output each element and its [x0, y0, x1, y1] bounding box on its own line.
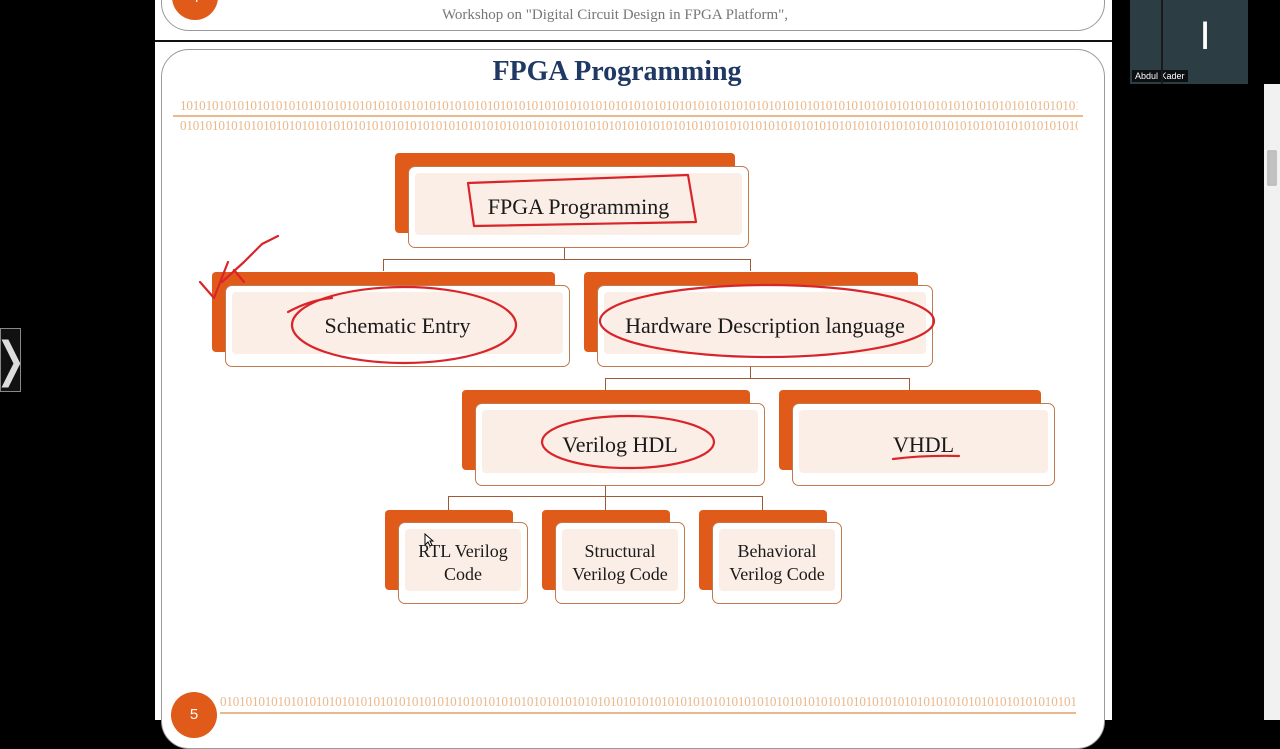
connector-level2-horizontal: [605, 378, 910, 379]
node-structural-label-line2: Verilog Code: [572, 564, 668, 584]
connector-to-verilog: [605, 378, 606, 390]
scrollbar-thumb[interactable]: [1267, 150, 1277, 186]
node-verilog-hdl: Verilog HDL: [475, 403, 765, 486]
connector-root-down: [564, 247, 565, 259]
node-behavioral-label-line1: Behavioral: [737, 541, 817, 561]
node-rtl-verilog-code: RTL Verilog Code: [398, 522, 528, 604]
connector-hdl-down: [750, 366, 751, 378]
connector-level1-horizontal: [383, 259, 751, 260]
previous-slide: [161, 0, 1105, 31]
node-schematic-entry-label: Schematic Entry: [324, 313, 471, 338]
chevron-right-icon: ❭: [0, 332, 31, 388]
slide-separator: [155, 40, 1112, 42]
node-fpga-programming: FPGA Programming: [408, 166, 749, 248]
video-tile-divider: [1161, 0, 1163, 84]
next-slide-binary-divider: [220, 712, 1076, 714]
connector-to-hdl: [750, 259, 751, 271]
previous-slide-number-badge: 4: [172, 0, 218, 20]
binary-decoration-bottom: 0101010101010101010101010101010101010101…: [180, 118, 1078, 133]
participant-video-tile[interactable]: I Abdul Kader: [1130, 0, 1248, 84]
node-fpga-programming-label: FPGA Programming: [487, 194, 670, 219]
node-behavioral-verilog-code: Behavioral Verilog Code: [712, 522, 842, 604]
next-slide-binary: 0101010101010101010101010101010101010101…: [220, 694, 1076, 709]
vertical-scrollbar[interactable]: [1264, 84, 1280, 720]
connector-to-vhdl: [909, 378, 910, 390]
connector-verilog-down: [605, 486, 606, 496]
node-rtl-label-line2: Code: [444, 564, 482, 584]
connector-to-structural: [605, 496, 606, 510]
mouse-cursor-icon: [424, 533, 434, 547]
node-behavioral-label-line2: Verilog Code: [729, 564, 825, 584]
previous-slide-footer: Workshop on "Digital Circuit Design in F…: [441, 7, 789, 23]
node-verilog-hdl-label: Verilog HDL: [562, 431, 678, 457]
next-slide-number-badge: 5: [171, 692, 217, 738]
binary-decoration-top: 1010101010101010101010101010101010101010…: [180, 98, 1078, 113]
node-structural-label-line1: Structural: [584, 541, 656, 561]
node-vhdl: VHDL: [792, 403, 1055, 486]
participant-avatar: I: [1199, 14, 1211, 58]
node-hdl-label: Hardware Description language: [625, 313, 905, 338]
slide-title: FPGA Programming: [492, 56, 742, 87]
connector-to-behavioral: [762, 496, 763, 510]
node-hardware-description-language: Hardware Description language: [597, 285, 933, 367]
connector-to-rtl: [448, 496, 449, 510]
participant-name-label: Abdul Kader: [1132, 70, 1188, 82]
node-structural-verilog-code: Structural Verilog Code: [555, 522, 685, 604]
binary-divider: [173, 115, 1083, 117]
side-panel-toggle-button[interactable]: ❭: [0, 328, 31, 392]
node-rtl-label-line1: RTL Verilog: [418, 541, 508, 561]
node-vhdl-label: VHDL: [892, 431, 955, 457]
connector-to-schematic: [383, 259, 384, 271]
node-schematic-entry: Schematic Entry: [225, 285, 570, 367]
